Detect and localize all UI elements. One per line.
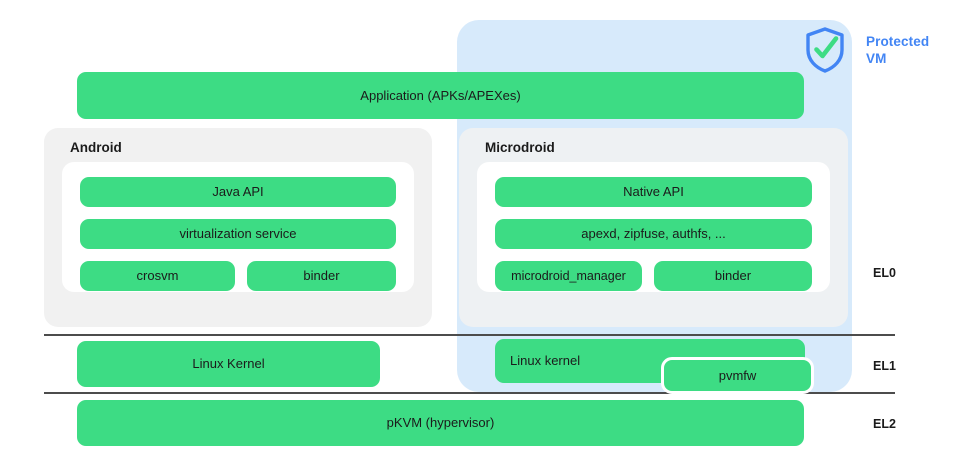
android-inner-container: Java API virtualization service crosvm b… bbox=[62, 162, 414, 292]
android-java-api-box: Java API bbox=[80, 177, 396, 207]
android-crosvm-box: crosvm bbox=[80, 261, 235, 291]
shield-check-icon bbox=[803, 26, 847, 74]
microdroid-inner-container: Native API apexd, zipfuse, authfs, ... m… bbox=[477, 162, 830, 292]
exception-level-2-label: EL2 bbox=[873, 417, 896, 431]
application-box: Application (APKs/APEXes) bbox=[77, 72, 804, 119]
el0-el1-divider bbox=[44, 334, 895, 336]
android-virtualization-service-box: virtualization service bbox=[80, 219, 396, 249]
microdroid-daemons-box: apexd, zipfuse, authfs, ... bbox=[495, 219, 812, 249]
microdroid-panel-title: Microdroid bbox=[485, 140, 555, 155]
exception-level-1-label: EL1 bbox=[873, 359, 896, 373]
android-panel: Android Java API virtualization service … bbox=[44, 128, 432, 327]
microdroid-manager-box: microdroid_manager bbox=[495, 261, 642, 291]
exception-level-0-label: EL0 bbox=[873, 266, 896, 280]
microdroid-native-api-box: Native API bbox=[495, 177, 812, 207]
android-binder-box: binder bbox=[247, 261, 396, 291]
el1-el2-divider bbox=[44, 392, 895, 394]
microdroid-binder-box: binder bbox=[654, 261, 812, 291]
android-row-service: virtualization service bbox=[80, 219, 396, 249]
pkvm-hypervisor-box: pKVM (hypervisor) bbox=[77, 400, 804, 446]
microdroid-row-api: Native API bbox=[495, 177, 812, 207]
android-panel-title: Android bbox=[70, 140, 122, 155]
protected-vm-label: Protected VM bbox=[866, 33, 954, 67]
android-row-components: crosvm binder bbox=[80, 261, 396, 291]
microdroid-row-components: microdroid_manager binder bbox=[495, 261, 812, 291]
protected-vm-label-line1: Protected bbox=[866, 34, 930, 49]
protected-vm-label-line2: VM bbox=[866, 51, 887, 66]
android-linux-kernel-box: Linux Kernel bbox=[77, 341, 380, 387]
android-row-api: Java API bbox=[80, 177, 396, 207]
microdroid-row-service: apexd, zipfuse, authfs, ... bbox=[495, 219, 812, 249]
microdroid-panel: Microdroid Native API apexd, zipfuse, au… bbox=[459, 128, 848, 327]
pvmfw-box: pvmfw bbox=[661, 357, 814, 394]
